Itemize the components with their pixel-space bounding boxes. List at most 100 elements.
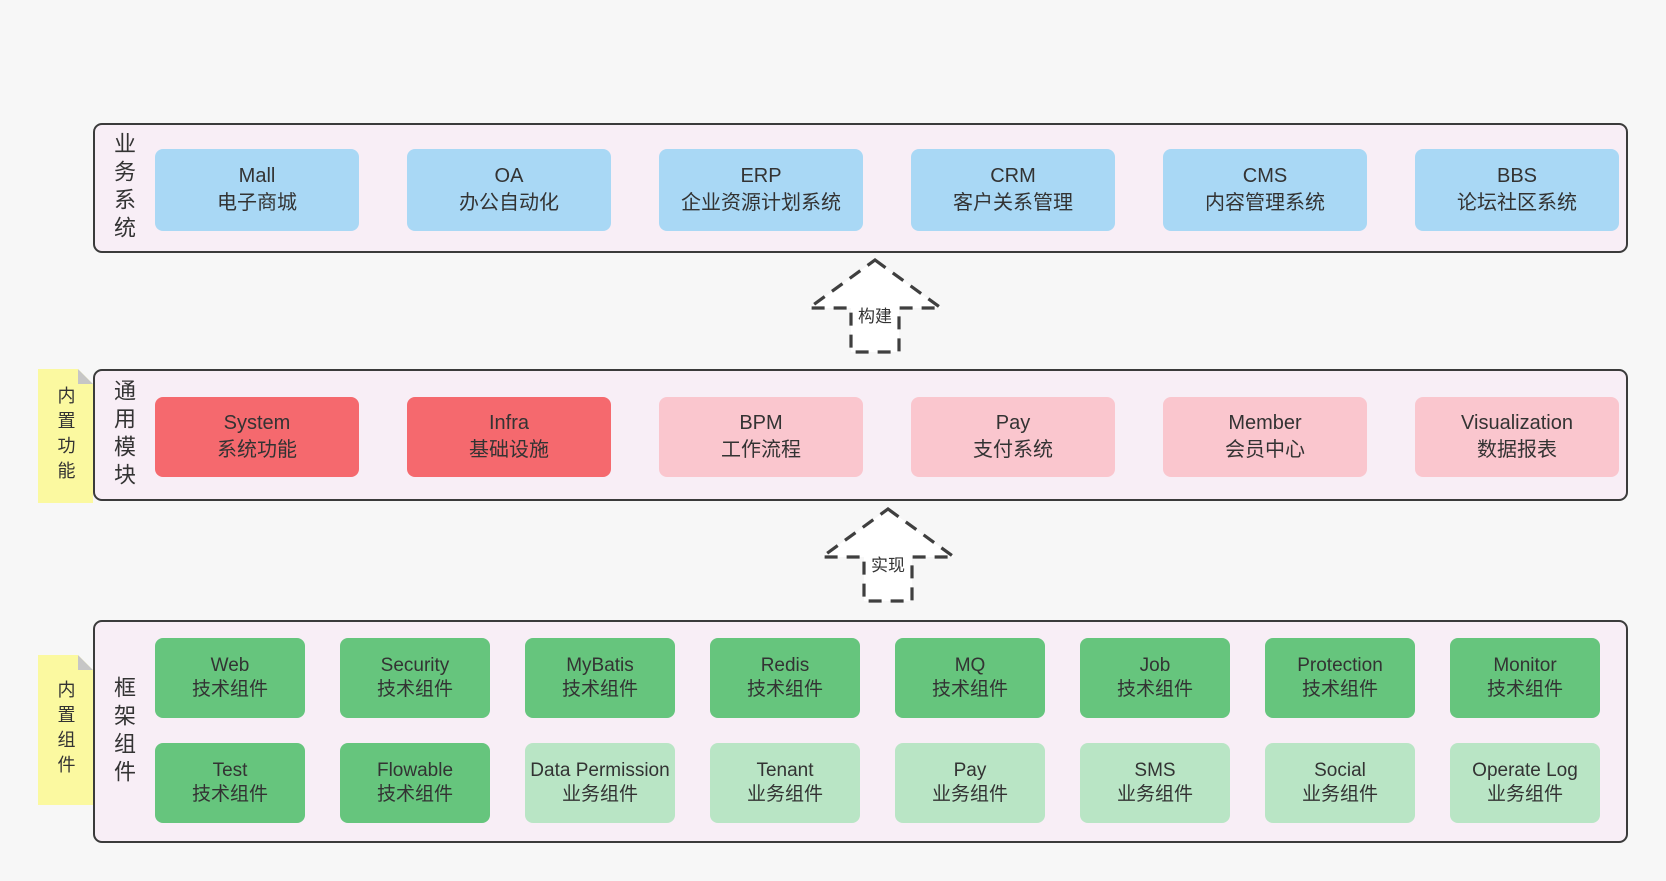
- box-subtitle: 技术组件: [1116, 679, 1193, 700]
- box-security: Security 技术组件: [340, 638, 490, 718]
- box-cms: CMS 内容管理系统: [1163, 149, 1367, 231]
- box-subtitle: 技术组件: [1486, 679, 1563, 700]
- box-subtitle: 电子商城: [217, 192, 297, 214]
- common-modules-row: System 系统功能 Infra 基础设施 BPM 工作流程 Pay 支付系统…: [155, 397, 1619, 477]
- box-data-permission: Data Permission 业务组件: [525, 743, 675, 823]
- box-web: Web 技术组件: [155, 638, 305, 718]
- box-name: MyBatis: [566, 655, 634, 676]
- box-name: Monitor: [1493, 655, 1557, 676]
- box-name: SMS: [1134, 760, 1176, 781]
- box-erp: ERP 企业资源计划系统: [659, 149, 863, 231]
- box-name: Mall: [238, 165, 276, 187]
- box-name: CRM: [990, 165, 1036, 187]
- box-subtitle: 业务组件: [1116, 784, 1193, 805]
- box-bpm: BPM 工作流程: [659, 397, 863, 477]
- box-member: Member 会员中心: [1163, 397, 1367, 477]
- box-visualization: Visualization 数据报表: [1415, 397, 1619, 477]
- box-mq: MQ 技术组件: [895, 638, 1045, 718]
- box-redis: Redis 技术组件: [710, 638, 860, 718]
- box-sms: SMS 业务组件: [1080, 743, 1230, 823]
- box-name: Member: [1228, 412, 1302, 434]
- box-name: CMS: [1242, 165, 1288, 187]
- box-bbs: BBS 论坛社区系统: [1415, 149, 1619, 231]
- box-subtitle: 论坛社区系统: [1457, 192, 1577, 214]
- box-protection: Protection 技术组件: [1265, 638, 1415, 718]
- box-name: Job: [1139, 655, 1171, 676]
- band-framework-components: 框架组件 Web 技术组件 Security 技术组件 MyBatis 技术组件…: [93, 620, 1628, 843]
- box-name: Test: [212, 760, 248, 781]
- box-tenant: Tenant 业务组件: [710, 743, 860, 823]
- box-name: OA: [494, 165, 524, 187]
- box-mall: Mall 电子商城: [155, 149, 359, 231]
- box-subtitle: 业务组件: [1301, 784, 1378, 805]
- box-subtitle: 企业资源计划系统: [681, 192, 841, 214]
- box-oa: OA 办公自动化: [407, 149, 611, 231]
- box-subtitle: 技术组件: [191, 679, 268, 700]
- box-name: System: [223, 412, 291, 434]
- build-arrow: 构建: [805, 256, 945, 356]
- box-name: ERP: [740, 165, 782, 187]
- box-name: Tenant: [756, 760, 814, 781]
- box-pay-module: Pay 支付系统: [911, 397, 1115, 477]
- box-name: Pay: [995, 412, 1031, 434]
- box-name: Flowable: [376, 760, 454, 781]
- box-job: Job 技术组件: [1080, 638, 1230, 718]
- box-subtitle: 办公自动化: [459, 192, 559, 214]
- box-subtitle: 技术组件: [746, 679, 823, 700]
- box-subtitle: 技术组件: [561, 679, 638, 700]
- sticky-note-built-in-features: 内置功能: [38, 369, 93, 503]
- box-subtitle: 业务组件: [1486, 784, 1563, 805]
- box-subtitle: 技术组件: [191, 784, 268, 805]
- box-name: MQ: [954, 655, 986, 676]
- band-common-modules: 通用模块 System 系统功能 Infra 基础设施 BPM 工作流程 Pay…: [93, 369, 1628, 501]
- sticky-note-built-in-components: 内置组件: [38, 655, 93, 805]
- box-name: Redis: [760, 655, 810, 676]
- business-systems-row: Mall 电子商城 OA 办公自动化 ERP 企业资源计划系统 CRM 客户关系…: [155, 149, 1619, 231]
- band-label-business-systems: 业务系统: [111, 132, 136, 244]
- box-subtitle: 数据报表: [1477, 439, 1557, 461]
- box-name: BPM: [739, 412, 783, 434]
- box-name: Social: [1314, 760, 1366, 781]
- box-social: Social 业务组件: [1265, 743, 1415, 823]
- box-subtitle: 支付系统: [973, 439, 1053, 461]
- sticky-note-text: 内置功能: [55, 386, 76, 486]
- box-name: Infra: [488, 412, 530, 434]
- box-name: Pay: [953, 760, 987, 781]
- box-name: Visualization: [1461, 412, 1573, 434]
- box-subtitle: 会员中心: [1225, 439, 1305, 461]
- box-subtitle: 基础设施: [469, 439, 549, 461]
- box-monitor: Monitor 技术组件: [1450, 638, 1600, 718]
- framework-components-row-2: Test 技术组件 Flowable 技术组件 Data Permission …: [155, 743, 1600, 823]
- box-name: BBS: [1496, 165, 1538, 187]
- box-subtitle: 技术组件: [376, 784, 453, 805]
- box-name: Protection: [1297, 655, 1383, 676]
- box-subtitle: 技术组件: [376, 679, 453, 700]
- box-crm: CRM 客户关系管理: [911, 149, 1115, 231]
- band-label-framework-components: 框架组件: [111, 675, 136, 788]
- box-subtitle: 技术组件: [1301, 679, 1378, 700]
- box-system: System 系统功能: [155, 397, 359, 477]
- box-subtitle: 系统功能: [217, 439, 297, 461]
- framework-components-row-1: Web 技术组件 Security 技术组件 MyBatis 技术组件 Redi…: [155, 638, 1600, 718]
- box-name: Security: [380, 655, 450, 676]
- implement-arrow-label: 实现: [868, 555, 908, 577]
- box-infra: Infra 基础设施: [407, 397, 611, 477]
- build-arrow-label: 构建: [855, 306, 895, 328]
- folded-corner-icon: [78, 369, 93, 384]
- box-name: Operate Log: [1472, 760, 1578, 781]
- folded-corner-icon: [78, 655, 93, 670]
- box-name: Web: [210, 655, 250, 676]
- box-subtitle: 工作流程: [721, 439, 801, 461]
- box-mybatis: MyBatis 技术组件: [525, 638, 675, 718]
- box-test: Test 技术组件: [155, 743, 305, 823]
- band-label-common-modules: 通用模块: [111, 379, 136, 491]
- box-pay-component: Pay 业务组件: [895, 743, 1045, 823]
- box-subtitle: 客户关系管理: [953, 192, 1073, 214]
- box-subtitle: 技术组件: [931, 679, 1008, 700]
- sticky-note-text: 内置组件: [55, 680, 76, 780]
- box-flowable: Flowable 技术组件: [340, 743, 490, 823]
- box-subtitle: 业务组件: [746, 784, 823, 805]
- box-subtitle: 内容管理系统: [1205, 192, 1325, 214]
- box-operate-log: Operate Log 业务组件: [1450, 743, 1600, 823]
